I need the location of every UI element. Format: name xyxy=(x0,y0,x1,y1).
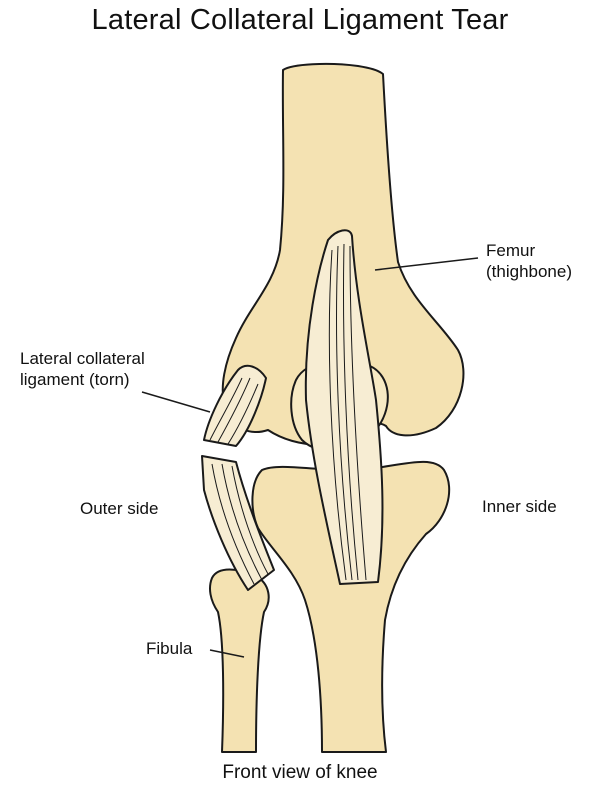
outer-side-label: Outer side xyxy=(80,498,158,519)
femur-label: Femur (thighbone) xyxy=(486,240,572,282)
inner-side-label: Inner side xyxy=(482,496,557,517)
femur-label-line1: Femur xyxy=(486,240,572,261)
figure-caption: Front view of knee xyxy=(0,762,600,784)
fibula-bone xyxy=(210,570,269,753)
lcl-label-line1: Lateral collateral xyxy=(20,348,145,369)
lcl-pointer xyxy=(142,392,210,412)
femur-label-line2: (thighbone) xyxy=(486,261,572,282)
fibula-label: Fibula xyxy=(146,638,192,659)
lcl-label-line2: ligament (torn) xyxy=(20,369,145,390)
lcl-label: Lateral collateral ligament (torn) xyxy=(20,348,145,390)
